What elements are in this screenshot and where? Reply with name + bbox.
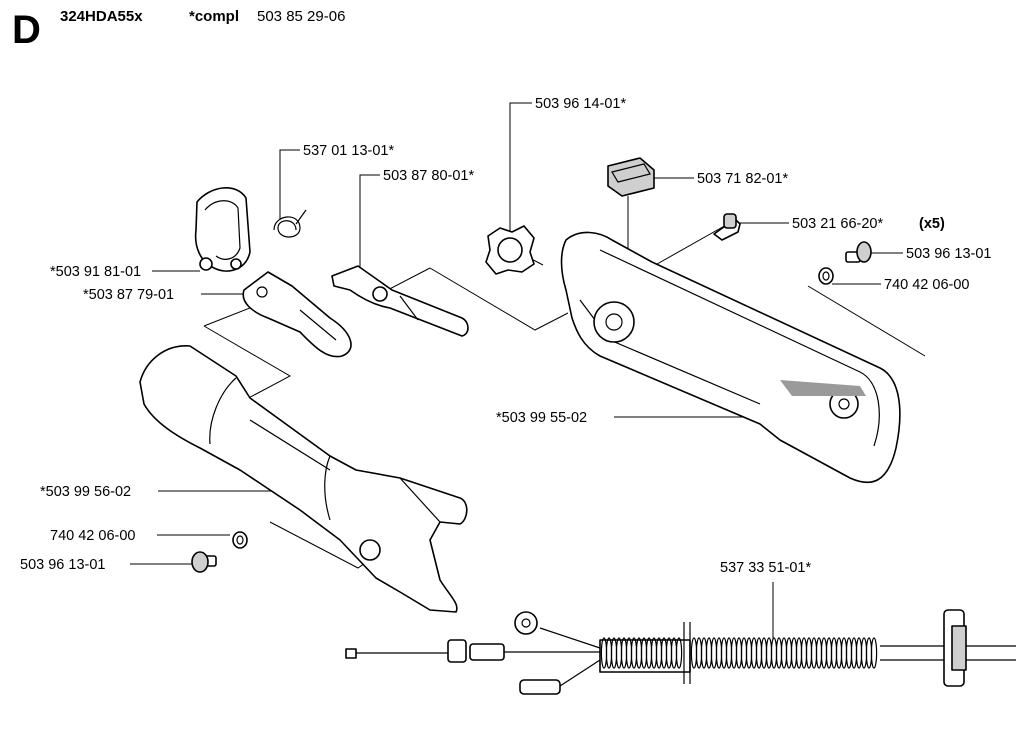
clamp-bracket — [194, 187, 251, 272]
part-labels: 503 96 14-01* 537 01 13-01* 503 87 80-01… — [20, 96, 991, 576]
leader-lines — [130, 102, 926, 640]
label-740-42-06-00-left: 740 42 06-00 — [50, 528, 135, 544]
label-537-01-13-01: 537 01 13-01* — [303, 143, 394, 159]
washer-right — [818, 267, 834, 285]
label-503-99-55-02: *503 99 55-02 — [496, 410, 587, 426]
label-503-96-13-01-right: 503 96 13-01 — [906, 246, 991, 262]
label-503-91-81-01: *503 91 81-01 — [50, 264, 141, 280]
throttle-trigger — [331, 265, 469, 337]
handle-right — [560, 231, 901, 484]
label-503-71-82-01: 503 71 82-01* — [697, 171, 788, 187]
label-503-21-66-20: 503 21 66-20* — [792, 216, 883, 232]
coil-ring — [870, 637, 878, 669]
stop-switch — [607, 157, 655, 197]
handle-left — [139, 345, 468, 613]
label-503-87-80-01: 503 87 80-01* — [383, 168, 474, 184]
label-537-33-51-01: 537 33 51-01* — [720, 560, 811, 576]
label-503-96-13-01-left: 503 96 13-01 — [20, 557, 105, 573]
compl-label: *compl — [189, 8, 240, 25]
cable-coil — [600, 637, 878, 669]
screw-right — [845, 241, 872, 263]
cable-assembly — [345, 609, 1016, 695]
throttle-lever — [242, 271, 352, 358]
flange-star — [485, 225, 535, 275]
coil-ring — [675, 637, 683, 669]
label-503-99-56-02: *503 99 56-02 — [40, 484, 131, 500]
spring — [273, 209, 307, 238]
label-503-96-14-01: 503 96 14-01* — [535, 96, 626, 112]
model-number: 324HDA55x — [60, 8, 143, 25]
screw-503-21-66-20 — [713, 213, 741, 241]
compl-number: 503 85 29-06 — [257, 8, 346, 25]
screw-left — [191, 551, 217, 573]
section-letter: D — [12, 8, 41, 52]
label-503-87-79-01: *503 87 79-01 — [83, 287, 174, 303]
label-503-21-66-20-qty: (x5) — [919, 216, 945, 232]
label-740-42-06-00-right: 740 42 06-00 — [884, 277, 969, 293]
washer-left — [232, 531, 248, 549]
